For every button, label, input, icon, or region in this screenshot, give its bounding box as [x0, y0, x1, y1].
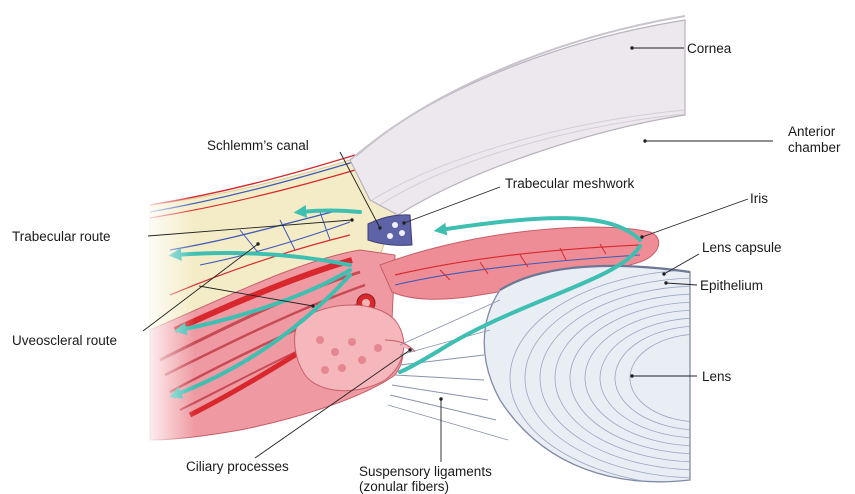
- label-uveoscleral-route: Uveoscleral route: [12, 333, 117, 348]
- label-cornea: Cornea: [687, 41, 732, 56]
- label-anterior-chamber-line1: Anterior: [788, 124, 836, 139]
- left-fade-overlay: [140, 150, 195, 450]
- ciliary-processes: [295, 305, 415, 391]
- label-ciliary-processes: Ciliary processes: [186, 459, 289, 474]
- label-lens-capsule: Lens capsule: [702, 240, 782, 255]
- label-anterior-chamber-line2: chamber: [788, 140, 841, 155]
- label-iris: Iris: [750, 191, 768, 206]
- label-epithelium: Epithelium: [700, 278, 763, 293]
- label-lens: Lens: [702, 369, 732, 384]
- label-schlemms-canal: Schlemm’s canal: [207, 138, 309, 153]
- label-suspensory-ligaments-line1: Suspensory ligaments: [359, 464, 492, 479]
- label-suspensory-ligaments-line2: (zonular fibers): [359, 479, 449, 494]
- label-trabecular-meshwork: Trabecular meshwork: [505, 176, 635, 191]
- label-trabecular-route: Trabecular route: [12, 229, 111, 244]
